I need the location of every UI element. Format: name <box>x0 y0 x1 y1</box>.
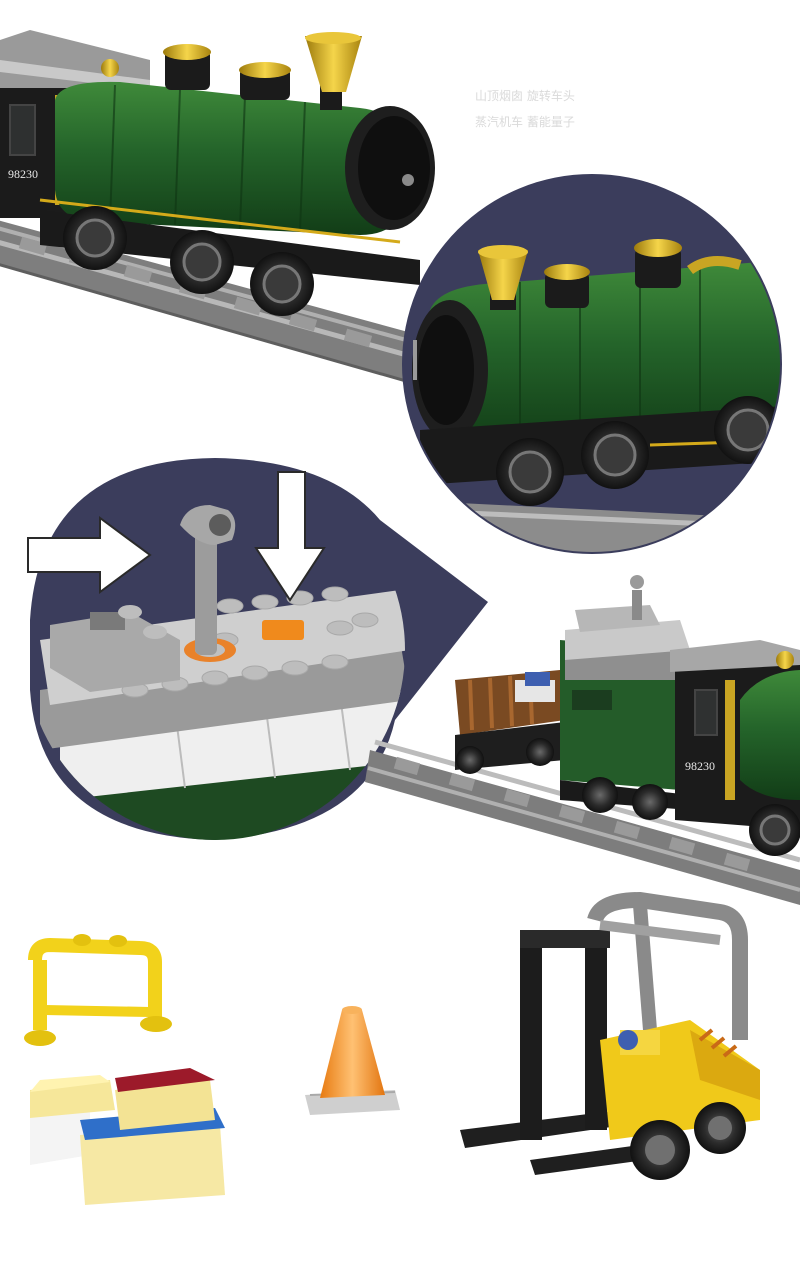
forklift <box>460 891 760 1180</box>
loco-number-upper: 98230 <box>8 167 38 181</box>
faint-caption-line2: 蒸汽机车 蓄能量子 <box>475 114 575 129</box>
top-locomotive: 98230 <box>0 30 435 316</box>
right-arrow-icon <box>27 516 152 594</box>
middle-train: 98230 <box>455 575 800 856</box>
loco-number-lower: 98230 <box>685 759 715 773</box>
traffic-cone <box>305 1006 400 1115</box>
brick-stack <box>30 1068 225 1205</box>
down-arrow-icon <box>254 471 326 602</box>
zoom-circle-front <box>402 174 782 554</box>
yellow-fence-piece <box>24 934 172 1046</box>
zoom-bubble-control <box>27 458 488 840</box>
middle-track <box>365 739 800 905</box>
faint-caption-line1: 山顶烟囱 旋转车头 <box>475 88 575 103</box>
